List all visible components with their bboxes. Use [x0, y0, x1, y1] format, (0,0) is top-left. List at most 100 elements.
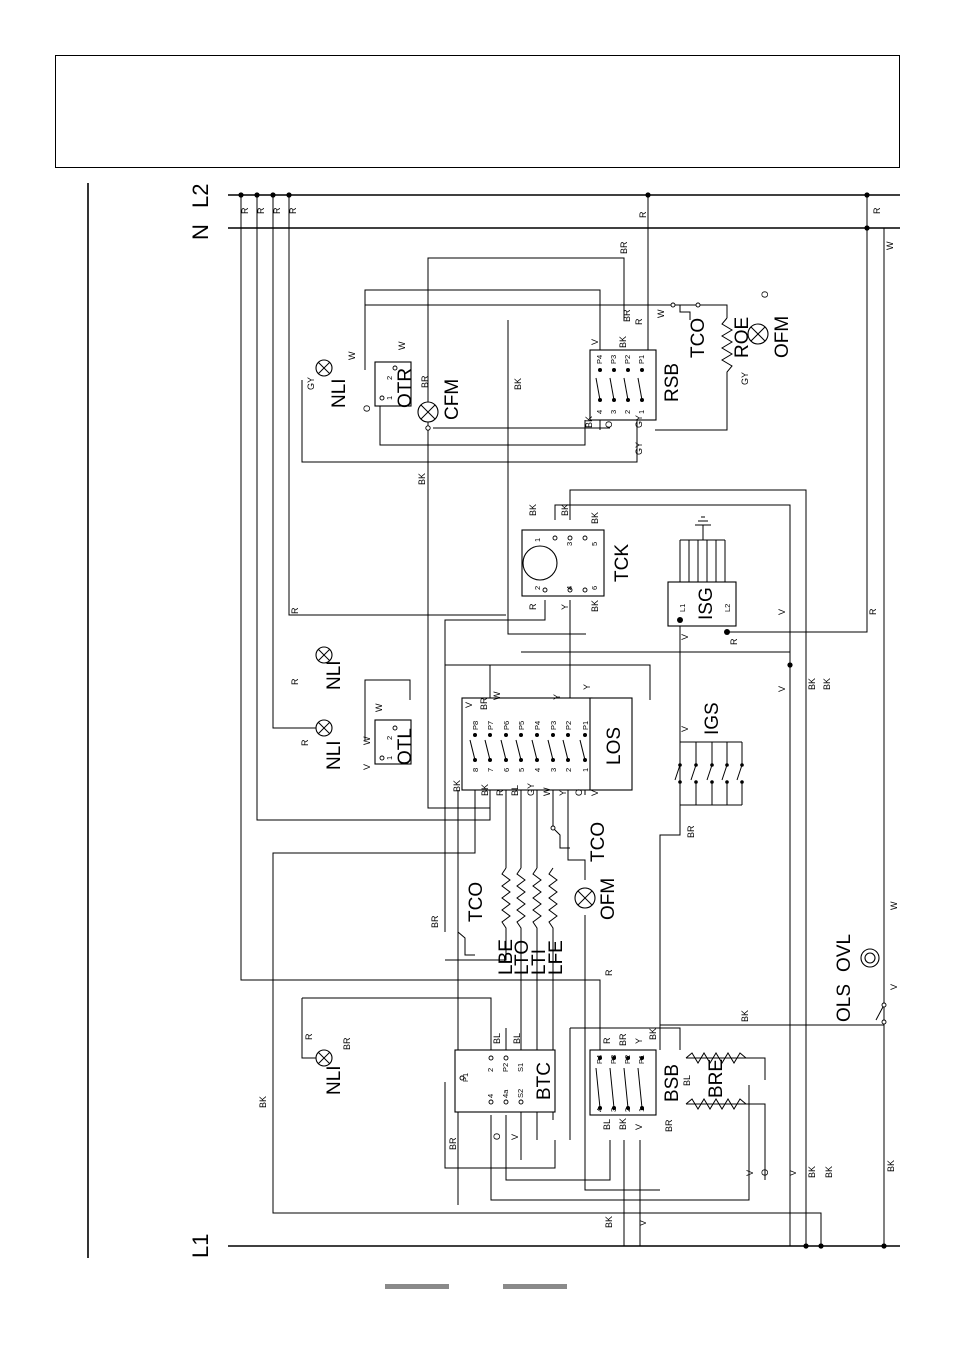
pin-label: P7 [486, 721, 495, 730]
wire-label: R [304, 1033, 314, 1040]
heating-elements: LBE LTO LTI LFE [496, 867, 567, 975]
ovl-label: OVL [834, 934, 855, 972]
wire-label: R [288, 207, 298, 214]
igs-blade [690, 764, 697, 781]
pin-label: P3 [549, 721, 558, 730]
wire-label: BR [686, 825, 696, 838]
otr-thermostat: 2 1 OTR [374, 361, 416, 408]
los-switch-block: LOS [461, 697, 633, 791]
pin-label: 1 [581, 768, 590, 772]
nli-lamp-mid-lower: NLI [315, 719, 345, 770]
wire-label: Y [558, 790, 568, 796]
wire-label: BR [342, 1037, 352, 1050]
pin-label: 2 [385, 736, 394, 740]
nli-lamp-mid-upper: NLI [315, 646, 345, 690]
wire-label: BK [590, 512, 600, 524]
wire-label: R [240, 207, 250, 214]
wire-label: GY [306, 377, 316, 390]
wire-label: V [745, 1170, 755, 1176]
wire-label: BK [807, 678, 817, 690]
tco-label: TCO [688, 318, 709, 358]
pin-label: 4 [486, 1094, 495, 1098]
pin-label: P4 [533, 721, 542, 730]
igs-blade [674, 764, 681, 781]
pin-label: 3 [609, 410, 618, 414]
pin-label: 3 [549, 768, 558, 772]
roe-element: ROE [721, 317, 753, 382]
pin-label: 2 [533, 586, 542, 590]
pin-label: P2 [623, 1055, 632, 1064]
wire-label: O [604, 421, 614, 428]
isg-spark-generator: L1 L2 ISG [667, 516, 737, 635]
wire-label: R [638, 211, 648, 218]
wire-label: BK [807, 1166, 817, 1178]
wire-label: V [362, 764, 372, 770]
pin-label: P1 [637, 355, 646, 364]
wire-label: O [574, 789, 584, 796]
wire-label: BK [528, 504, 538, 516]
wire-label: W [492, 691, 502, 700]
pin-label: P2 [623, 355, 632, 364]
tco-cutout-lower: TCO [550, 822, 609, 862]
igs-blade [721, 764, 728, 781]
wire-label: V [464, 702, 474, 708]
wire-label: BK [560, 504, 570, 516]
wire-label: BL [512, 1033, 522, 1044]
bsb-label: BSB [662, 1064, 683, 1102]
ofm-label: OFM [772, 316, 793, 358]
wire-label: V [788, 1170, 798, 1176]
pin-label: 2 [486, 1068, 495, 1072]
bus-label-l2: L2 [188, 184, 213, 208]
wire-label: W [889, 901, 899, 910]
pin-label: P4 [595, 355, 604, 364]
contact-dot [725, 780, 729, 784]
wire-label: R [256, 207, 266, 214]
wire-label: BR [420, 375, 430, 388]
contact-dot [535, 733, 539, 737]
wire-label: BR [622, 309, 632, 322]
pin-label: 1 [385, 396, 394, 400]
pin-label: P8 [471, 721, 480, 730]
pin-label: 2 [564, 768, 573, 772]
wire-label: BK [513, 378, 523, 390]
wire-label: R [300, 739, 310, 746]
ofm-label: OFM [598, 878, 619, 920]
wire-label: GY [740, 372, 750, 385]
wire-label: R [872, 207, 882, 214]
nli-label: NLI [324, 740, 345, 770]
pin-label: 7 [486, 768, 495, 772]
pin-label: 1 [637, 410, 646, 414]
wire-label: O [492, 1133, 502, 1140]
ols-label: OLS [834, 984, 855, 1022]
wire-label: Y [552, 694, 562, 700]
pin-label: 4 [565, 586, 574, 590]
pin-label: 3 [609, 1108, 618, 1112]
wire-label: BL [510, 785, 520, 796]
pin-label: 5 [590, 542, 599, 546]
wire-label: BL [682, 1075, 692, 1086]
bre-label: BRE [706, 1059, 727, 1098]
bre-elements: BRE [685, 1052, 747, 1110]
contact-dot [488, 733, 492, 737]
wire-label: W [885, 241, 895, 250]
wire-label: W [362, 736, 372, 745]
contact-blade [500, 739, 507, 761]
lbe-label: LBE [496, 939, 517, 975]
wire-label: BK [618, 1118, 628, 1130]
wire-label: V [777, 686, 787, 692]
otl-label: OTL [395, 728, 416, 765]
pin-label: L1 [678, 604, 687, 612]
pin-label: 2 [385, 376, 394, 380]
pin-label: L2 [723, 604, 732, 612]
wire-label: BR [618, 1033, 628, 1046]
cfm-label: CFM [442, 379, 463, 420]
igs-label: IGS [702, 702, 723, 735]
contact-dot [583, 733, 587, 737]
wire-label: BK [886, 1160, 896, 1172]
pin-label: 5 [517, 768, 526, 772]
wire-label: BK [258, 1096, 268, 1108]
wire-label: BK [648, 1028, 658, 1040]
pin-label: S1 [516, 1063, 525, 1072]
wire-label: BK [740, 1010, 750, 1022]
